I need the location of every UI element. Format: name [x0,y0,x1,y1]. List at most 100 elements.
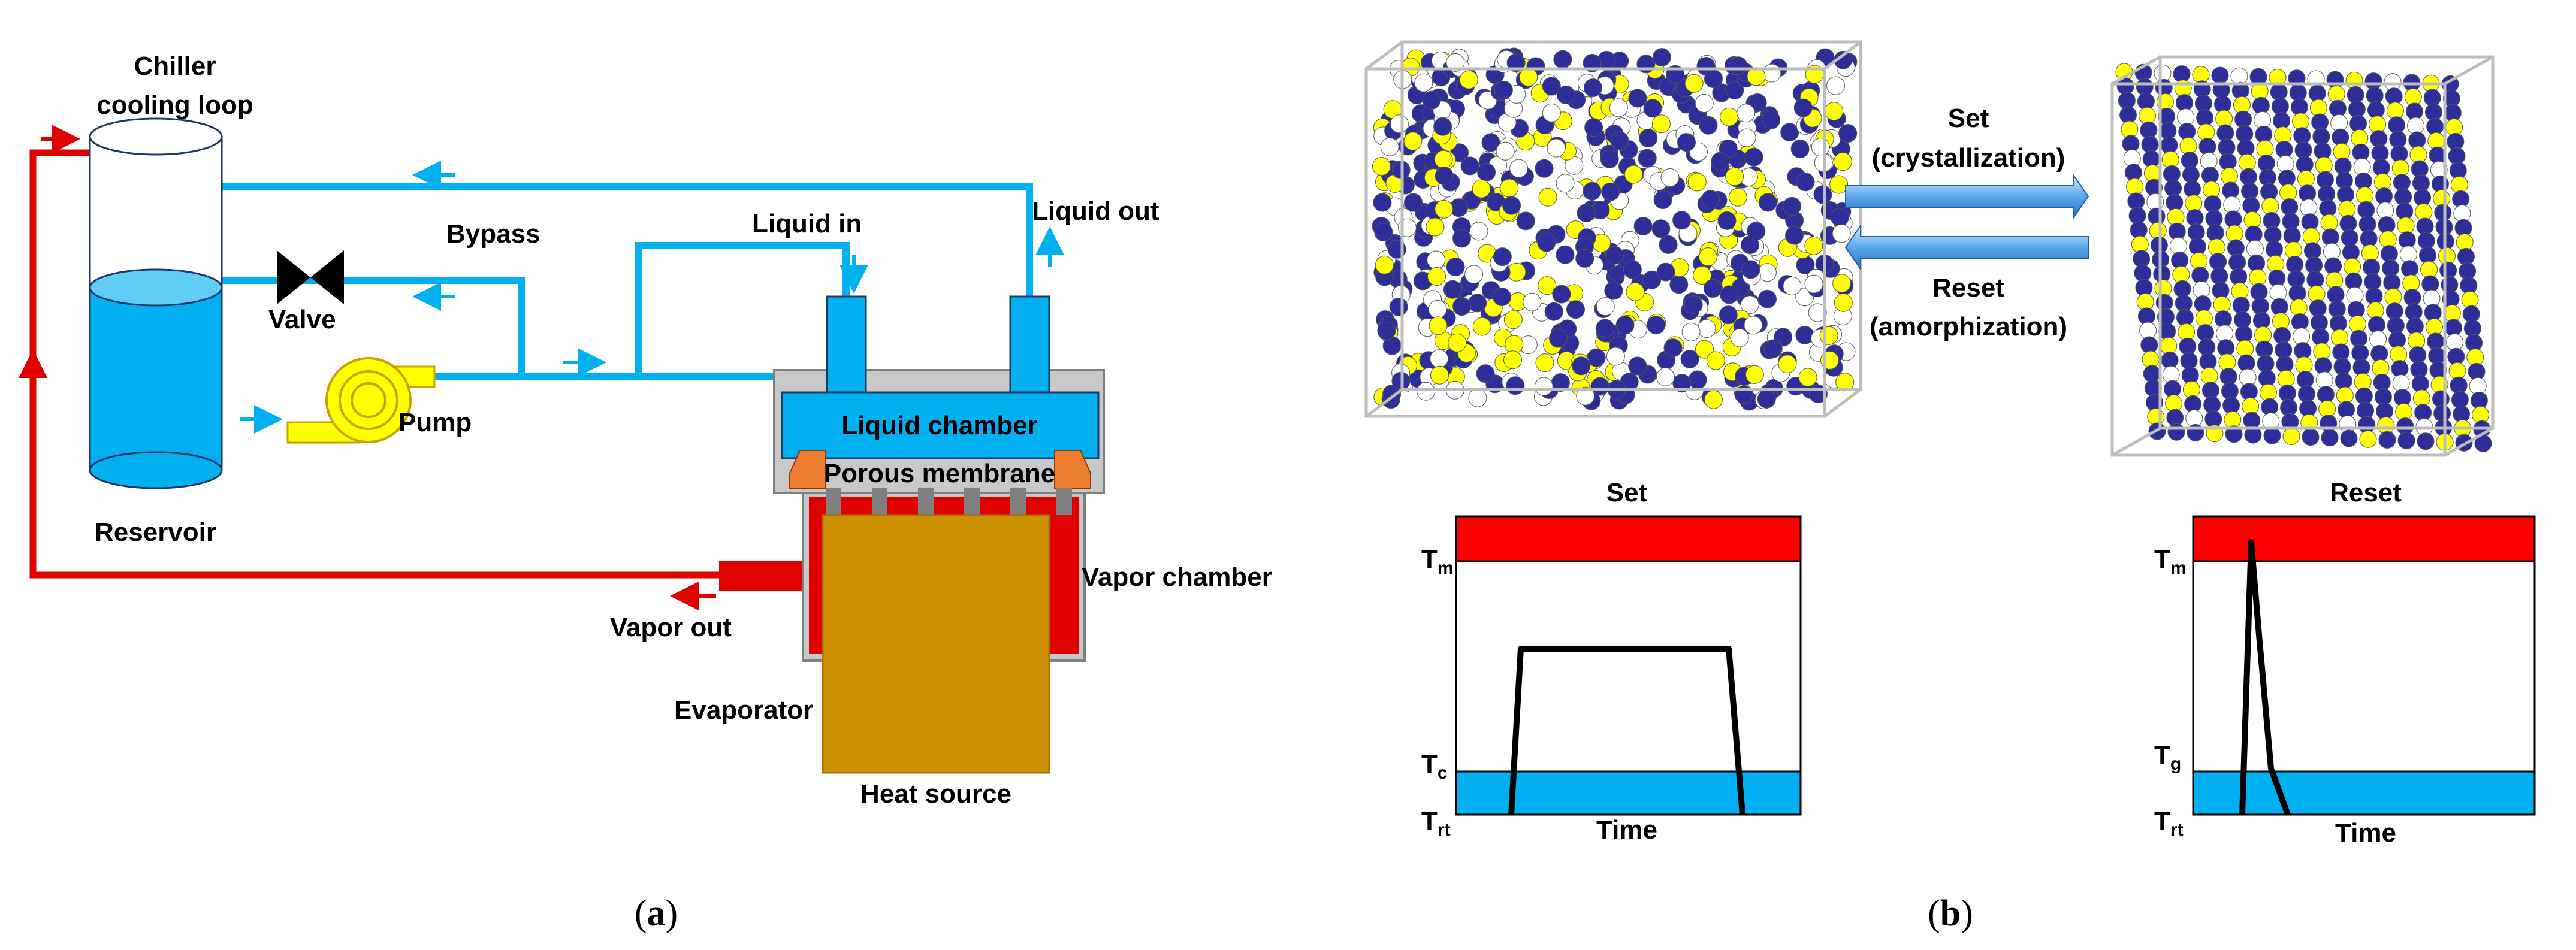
atom [1656,262,1675,282]
crystalline-atoms [2115,63,2492,452]
set-arrow-label-line2: (crystallization) [1872,143,2065,173]
atom [1703,279,1722,298]
atom [1544,302,1563,321]
atom [1832,224,1851,243]
atom [1377,321,1396,340]
atom [1374,223,1393,241]
crystalline-structure-cube [2110,55,2495,457]
liquid-in-label: Liquid in [752,209,862,238]
atom [1695,94,1714,113]
atom [1503,310,1523,329]
atom [2225,425,2243,443]
atom [1430,349,1449,368]
reset-t-bottom-label: Trt [2154,806,2184,840]
atom [1725,81,1744,100]
atom [1762,63,1781,83]
liquid-inlet-port [826,295,867,394]
reset-t-top-label: Tm [2154,544,2187,578]
atom [1697,319,1716,338]
atom [1660,168,1680,187]
atom [1758,289,1777,308]
amorphous-atoms [1372,47,1858,411]
vapor-chamber-label: Vapor chamber [1082,562,1272,592]
bypass-label: Bypass [446,219,540,249]
atom [1596,319,1615,338]
atom [1688,370,1707,389]
atom [1493,288,1511,306]
atom [1687,173,1707,192]
atom [1606,347,1625,366]
reset-cold-band [2193,772,2535,815]
atom [1502,196,1521,215]
reset-hot-band [2193,516,2535,561]
set-hot-band [1456,516,1801,561]
atom [1519,68,1538,87]
atom [1785,226,1804,245]
atom [1808,303,1827,322]
atom [1468,294,1487,313]
atom [1747,222,1766,241]
reset-arrow [1844,223,2089,271]
atom [1838,124,1858,143]
atom [1638,149,1657,168]
chiller-label-line2: cooling loop [96,90,253,120]
atom [1698,247,1717,267]
atom [1500,178,1519,198]
reset-arrow-label-line2: (amorphization) [1870,312,2067,341]
atom [1684,295,1703,314]
atom [1730,328,1749,347]
valve-label: Valve [268,305,336,334]
atom [1829,175,1849,194]
atom [1720,285,1739,304]
atom [2397,432,2415,450]
atom [1798,368,1817,387]
atom [1472,317,1491,336]
vapor-loop-line [18,125,815,610]
atom [1659,235,1678,254]
atom [1633,217,1653,236]
atom [2321,429,2339,447]
atom [1757,263,1777,282]
atom [1553,50,1572,69]
set-t-top-label: Tm [1421,544,1454,578]
atom [1780,123,1799,142]
atom [2359,430,2377,448]
atom [1672,374,1692,393]
atom [1790,139,1810,158]
atom [1763,339,1783,358]
atom [1443,280,1462,299]
vapor-out-label: Vapor out [610,613,732,642]
reset-chart-title: Reset [2330,478,2402,507]
atom [2244,426,2262,444]
atom [1639,129,1658,147]
atom [1704,390,1723,409]
atom [1538,187,1557,207]
atom [1624,165,1643,184]
atom [1493,247,1512,267]
atom [1719,305,1738,325]
atom [2302,428,2320,446]
atom [1576,386,1595,406]
atom [1804,274,1823,294]
atom [2340,429,2358,447]
atom [1663,338,1683,358]
atom [1757,389,1776,409]
atom [1523,292,1542,311]
atom [1796,173,1815,192]
atom [1693,266,1712,285]
atom [1575,249,1594,268]
atom [1496,141,1515,161]
amorphous-structure-cube [1364,40,1862,418]
heat-source-block [822,514,1050,774]
atom [1476,364,1495,383]
membrane-pins [826,488,1072,515]
atom [1825,102,1844,121]
atom [1446,53,1465,72]
panel-a-diagram: Chiller cooling loop Bypass Liquid in Li… [18,52,1272,934]
atom [1605,246,1624,265]
atom [1417,382,1436,401]
atom [1717,211,1737,230]
atom [1653,190,1672,210]
porous-membrane-label: Porous membrane [824,459,1055,488]
